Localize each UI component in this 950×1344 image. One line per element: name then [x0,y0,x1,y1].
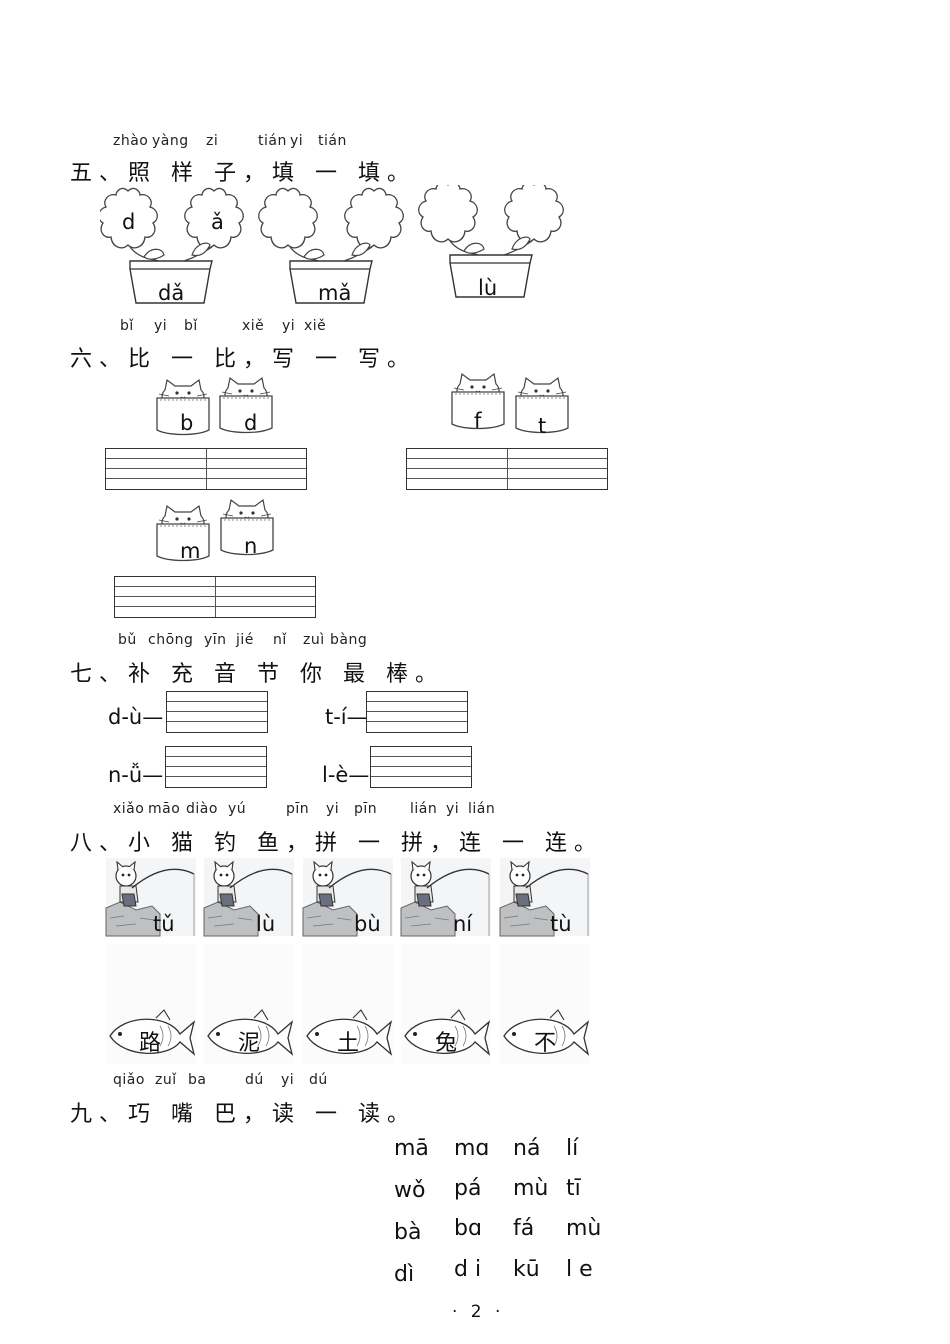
pinyin-xie: xiě [304,318,327,334]
cat-pinyin-ni: ní [453,912,473,936]
section-8-heading: 八、小 猫 钓 鱼，拼 一 拼，连 一 连。 [70,831,603,856]
pinyin-jie: jié [236,632,254,648]
pinyin-mao: māo [148,801,181,817]
pinyin-lian: lián [468,801,496,817]
syllable-n-u: n-ǚ— [108,763,164,787]
section-6-heading: 六、比 一 比，写 一 写。 [70,347,416,372]
pinyin-diao: diào [186,801,218,817]
pair-3-letter-m: m [180,539,201,563]
pinyin-zui: zuì [303,632,325,648]
pinyin-ba: ba [188,1072,207,1088]
read-item: mù [513,1176,549,1201]
pot-1-left-letter: d [122,210,136,234]
read-item: lí [566,1136,579,1161]
read-item: bɑ [454,1216,482,1241]
read-item: l e [566,1257,593,1282]
read-item: ná [513,1136,541,1161]
pinyin-bang: bàng [330,632,368,648]
read-item: wǒ [394,1178,426,1203]
read-item: pá [454,1176,482,1201]
pinyin-bi: bǐ [120,318,134,334]
pinyin-yi: yi [154,318,168,334]
pinyin-lian: lián [410,801,438,817]
read-item: fá [513,1216,535,1241]
answer-box-l-e[interactable] [370,746,472,788]
pinyin-tian: tián [258,133,287,149]
pinyin-pin: pīn [286,801,310,817]
pair-2-letter-t: t [538,414,547,438]
pinyin-bu: bǔ [118,632,137,648]
page-number: · 2 · [452,1302,505,1322]
pinyin-yi: yi [290,133,304,149]
pinyin-pin: pīn [354,801,378,817]
answer-box-n-u[interactable] [165,746,267,788]
read-item: d i [454,1257,482,1282]
pot-3-result: lù [478,276,498,300]
pinyin-tian: tián [318,133,347,149]
section-9-heading: 九、巧 嘴 巴，读 一 读。 [70,1102,416,1127]
writing-grid-bd[interactable] [105,448,307,490]
pair-2-letter-f: f [474,409,482,433]
section-7-heading: 七、补 充 音 节 你 最 棒。 [70,662,444,687]
pair-1-letter-b: b [180,411,194,435]
answer-box-t-i[interactable] [366,691,468,733]
pinyin-xiao: xiǎo [113,801,145,817]
pinyin-yi: yi [326,801,340,817]
syllable-d-u: d-ù— [108,705,164,729]
pinyin-yi: yi [281,1072,295,1088]
pinyin-yi: yi [446,801,460,817]
pair-3-letter-n: n [244,534,258,558]
section-5-heading: 五、照 样 子，填 一 填。 [70,161,416,186]
fish-char-lu: 路 [139,1031,162,1056]
cat-pinyin-bu: bù [354,912,381,936]
fish-char-tu4: 兔 [435,1031,458,1056]
pinyin-yi: yi [282,318,296,334]
pinyin-yu: yú [228,801,247,817]
fish-char-tu3: 土 [337,1031,360,1056]
syllable-l-e: l-è— [322,763,370,787]
read-item: mā [394,1136,429,1161]
pinyin-du: dú [245,1072,264,1088]
fish-char-ni: 泥 [238,1031,261,1056]
read-item: mɑ [454,1136,490,1161]
fish-char-bu: 不 [534,1031,557,1056]
syllable-t-i: t-í— [325,705,368,729]
pair-1-letter-d: d [244,411,258,435]
read-item: kū [513,1257,540,1282]
read-item: bà [394,1220,422,1245]
writing-grid-ft[interactable] [406,448,608,490]
pinyin-yang: yàng [152,133,189,149]
cat-pockets-illustration [156,373,569,562]
answer-box-d-u[interactable] [166,691,268,733]
cat-pinyin-lu: lù [256,912,276,936]
writing-grid-mn[interactable] [114,576,316,618]
pinyin-qiao: qiǎo [113,1072,145,1088]
pinyin-zui: zuǐ [155,1072,177,1088]
read-item: tī [566,1176,581,1201]
pinyin-yin: yīn [204,632,227,648]
pinyin-zi: zi [206,133,219,149]
read-item: mù [566,1216,602,1241]
pinyin-xie: xiě [242,318,265,334]
read-item: dì [394,1262,415,1287]
pinyin-zhao: zhào [113,133,149,149]
pinyin-du: dú [309,1072,328,1088]
pot-1-result: dǎ [158,281,185,305]
pinyin-chong: chōng [148,632,194,648]
pinyin-ni: nǐ [273,632,287,648]
cat-pinyin-tu3: tǔ [153,912,175,936]
pot-1-right-letter: ǎ [211,210,224,234]
pinyin-bi: bǐ [184,318,198,334]
pot-2-result: mǎ [318,281,352,305]
cat-pinyin-tu4: tù [550,912,572,936]
